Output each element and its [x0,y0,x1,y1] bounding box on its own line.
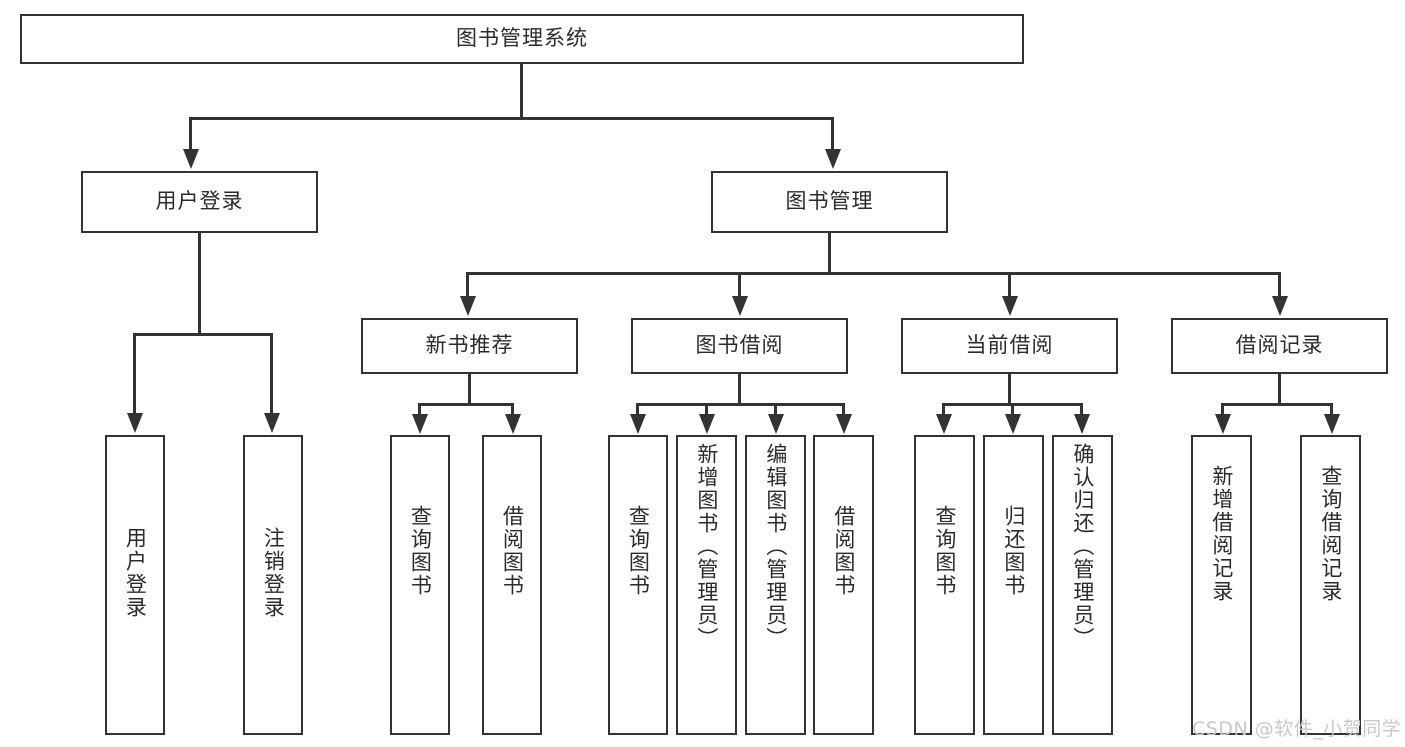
leaf-label: 借阅图书 [500,505,525,597]
connector-book-borrow-stem [738,374,741,405]
connector-book-borrow-to-leaf-3 [842,403,845,416]
connector-root-to-book-mgmt [831,117,834,151]
connector-root-to-user-login [189,117,192,151]
connector-current-borrow-to-leaf-2 [1080,403,1083,416]
connector-book-mgmt-to-current-borrow [1008,272,1011,298]
arrow-current-borrow-to-leaf-0 [935,414,952,434]
connector-book-borrow-to-leaf-2 [774,403,777,416]
connector-new-book-stem [468,374,471,405]
node-label: 图书管理 [785,189,874,214]
leaf-label: 查询图书 [626,505,651,597]
arrow-book-borrow-to-leaf-0 [629,414,646,434]
leaf-label: 归还图书 [1001,505,1026,597]
connector-current-borrow-to-leaf-1 [1011,403,1014,416]
connector-new-book-to-leaf-0 [418,403,421,416]
node-label: 用户登录 [155,189,244,214]
node-label: 图书管理系统 [456,26,588,51]
arrow-root-to-user-login [182,149,199,169]
leaf-user-login-logout[interactable]: 注销登录 [243,435,303,735]
leaf-label: 查询图书 [932,505,957,597]
connector-book-mgmt-to-new-book [466,272,469,298]
arrow-book-borrow-to-leaf-3 [835,414,852,434]
connector-current-borrow-stem [1008,374,1011,405]
connector-current-borrow-to-leaf-0 [942,403,945,416]
arrow-borrow-record-to-leaf-1 [1323,414,1340,434]
arrow-current-borrow-to-leaf-1 [1004,414,1021,434]
arrow-current-borrow-to-leaf-2 [1073,414,1090,434]
node-root-system[interactable]: 图书管理系统 [20,14,1024,64]
csdn-watermark: CSDN @软件_小贺同学 [1192,718,1402,740]
arrow-new-book-to-leaf-0 [411,414,428,434]
arrow-root-to-book-mgmt [824,149,841,169]
connector-book-mgmt-stem [828,233,831,274]
node-borrow-record[interactable]: 借阅记录 [1171,318,1388,374]
leaf-user-login-login[interactable]: 用户登录 [105,435,165,735]
leaf-label: 查询图书 [408,505,433,597]
arrow-book-mgmt-to-book-borrow [731,296,748,316]
leaf-current-borrow-return-book[interactable]: 归还图书 [983,435,1044,735]
leaf-current-borrow-confirm-return[interactable]: 确认归还（管理员） [1052,435,1113,735]
arrow-book-mgmt-to-new-book [459,296,476,316]
node-label: 图书借阅 [695,333,784,358]
leaf-new-book-query-book[interactable]: 查询图书 [390,435,450,735]
leaf-book-borrow-edit-book[interactable]: 编辑图书（管理员） [745,435,806,735]
leaf-label: 新增借阅记录 [1209,465,1234,603]
arrow-book-mgmt-to-borrow-record [1271,296,1288,316]
connector-new-book-to-leaf-1 [511,403,514,416]
leaf-label: 注销登录 [261,527,286,619]
leaf-label: 借阅图书 [831,505,856,597]
leaf-book-borrow-query-book[interactable]: 查询图书 [608,435,668,735]
connector-borrow-record-to-leaf-1 [1330,403,1333,416]
node-user-login[interactable]: 用户登录 [81,171,318,233]
arrow-book-mgmt-to-current-borrow [1001,296,1018,316]
node-current-borrow[interactable]: 当前借阅 [901,318,1118,374]
connector-user-login-stem [198,233,201,335]
connector-book-borrow-to-leaf-0 [636,403,639,416]
connector-root-stem-main [520,64,523,119]
node-book-management[interactable]: 图书管理 [711,171,948,233]
arrow-user-login-to-leaf-0 [126,413,143,433]
leaf-label: 编辑图书（管理员） [763,443,788,650]
connector-book-borrow-bus [636,403,844,406]
leaf-new-book-borrow-book[interactable]: 借阅图书 [482,435,542,735]
node-label: 新书推荐 [425,333,514,358]
leaf-book-borrow-add-book[interactable]: 新增图书（管理员） [676,435,737,735]
connector-book-mgmt-to-borrow-record [1278,272,1281,298]
node-new-book-recommend[interactable]: 新书推荐 [361,318,578,374]
leaf-label: 用户登录 [123,527,148,619]
leaf-borrow-record-query-record[interactable]: 查询借阅记录 [1300,435,1361,735]
arrow-book-borrow-to-leaf-1 [698,414,715,434]
connector-borrow-record-stem [1278,374,1281,405]
node-book-borrow[interactable]: 图书借阅 [631,318,848,374]
leaf-label: 确认归还（管理员） [1070,443,1095,650]
node-label: 借阅记录 [1235,333,1324,358]
connector-user-login-to-leaf-0 [133,333,136,415]
arrow-borrow-record-to-leaf-0 [1214,414,1231,434]
node-label: 当前借阅 [965,333,1054,358]
connector-book-mgmt-bus [466,272,1281,275]
leaf-book-borrow-borrow-book[interactable]: 借阅图书 [813,435,874,735]
leaf-borrow-record-add-record[interactable]: 新增借阅记录 [1191,435,1252,735]
leaf-current-borrow-query-book[interactable]: 查询图书 [914,435,975,735]
leaf-label: 查询借阅记录 [1318,465,1343,603]
connector-root-bus [189,117,834,120]
arrow-new-book-to-leaf-1 [504,414,521,434]
connector-user-login-to-leaf-1 [270,333,273,415]
connector-book-mgmt-to-book-borrow [738,272,741,298]
connector-borrow-record-bus [1221,403,1333,406]
connector-user-login-bus [133,333,270,336]
leaf-label: 新增图书（管理员） [694,443,719,650]
connector-new-book-bus [418,403,514,406]
connector-borrow-record-to-leaf-0 [1221,403,1224,416]
connector-book-borrow-to-leaf-1 [705,403,708,416]
arrow-book-borrow-to-leaf-2 [767,414,784,434]
arrow-user-login-to-leaf-1 [263,413,280,433]
